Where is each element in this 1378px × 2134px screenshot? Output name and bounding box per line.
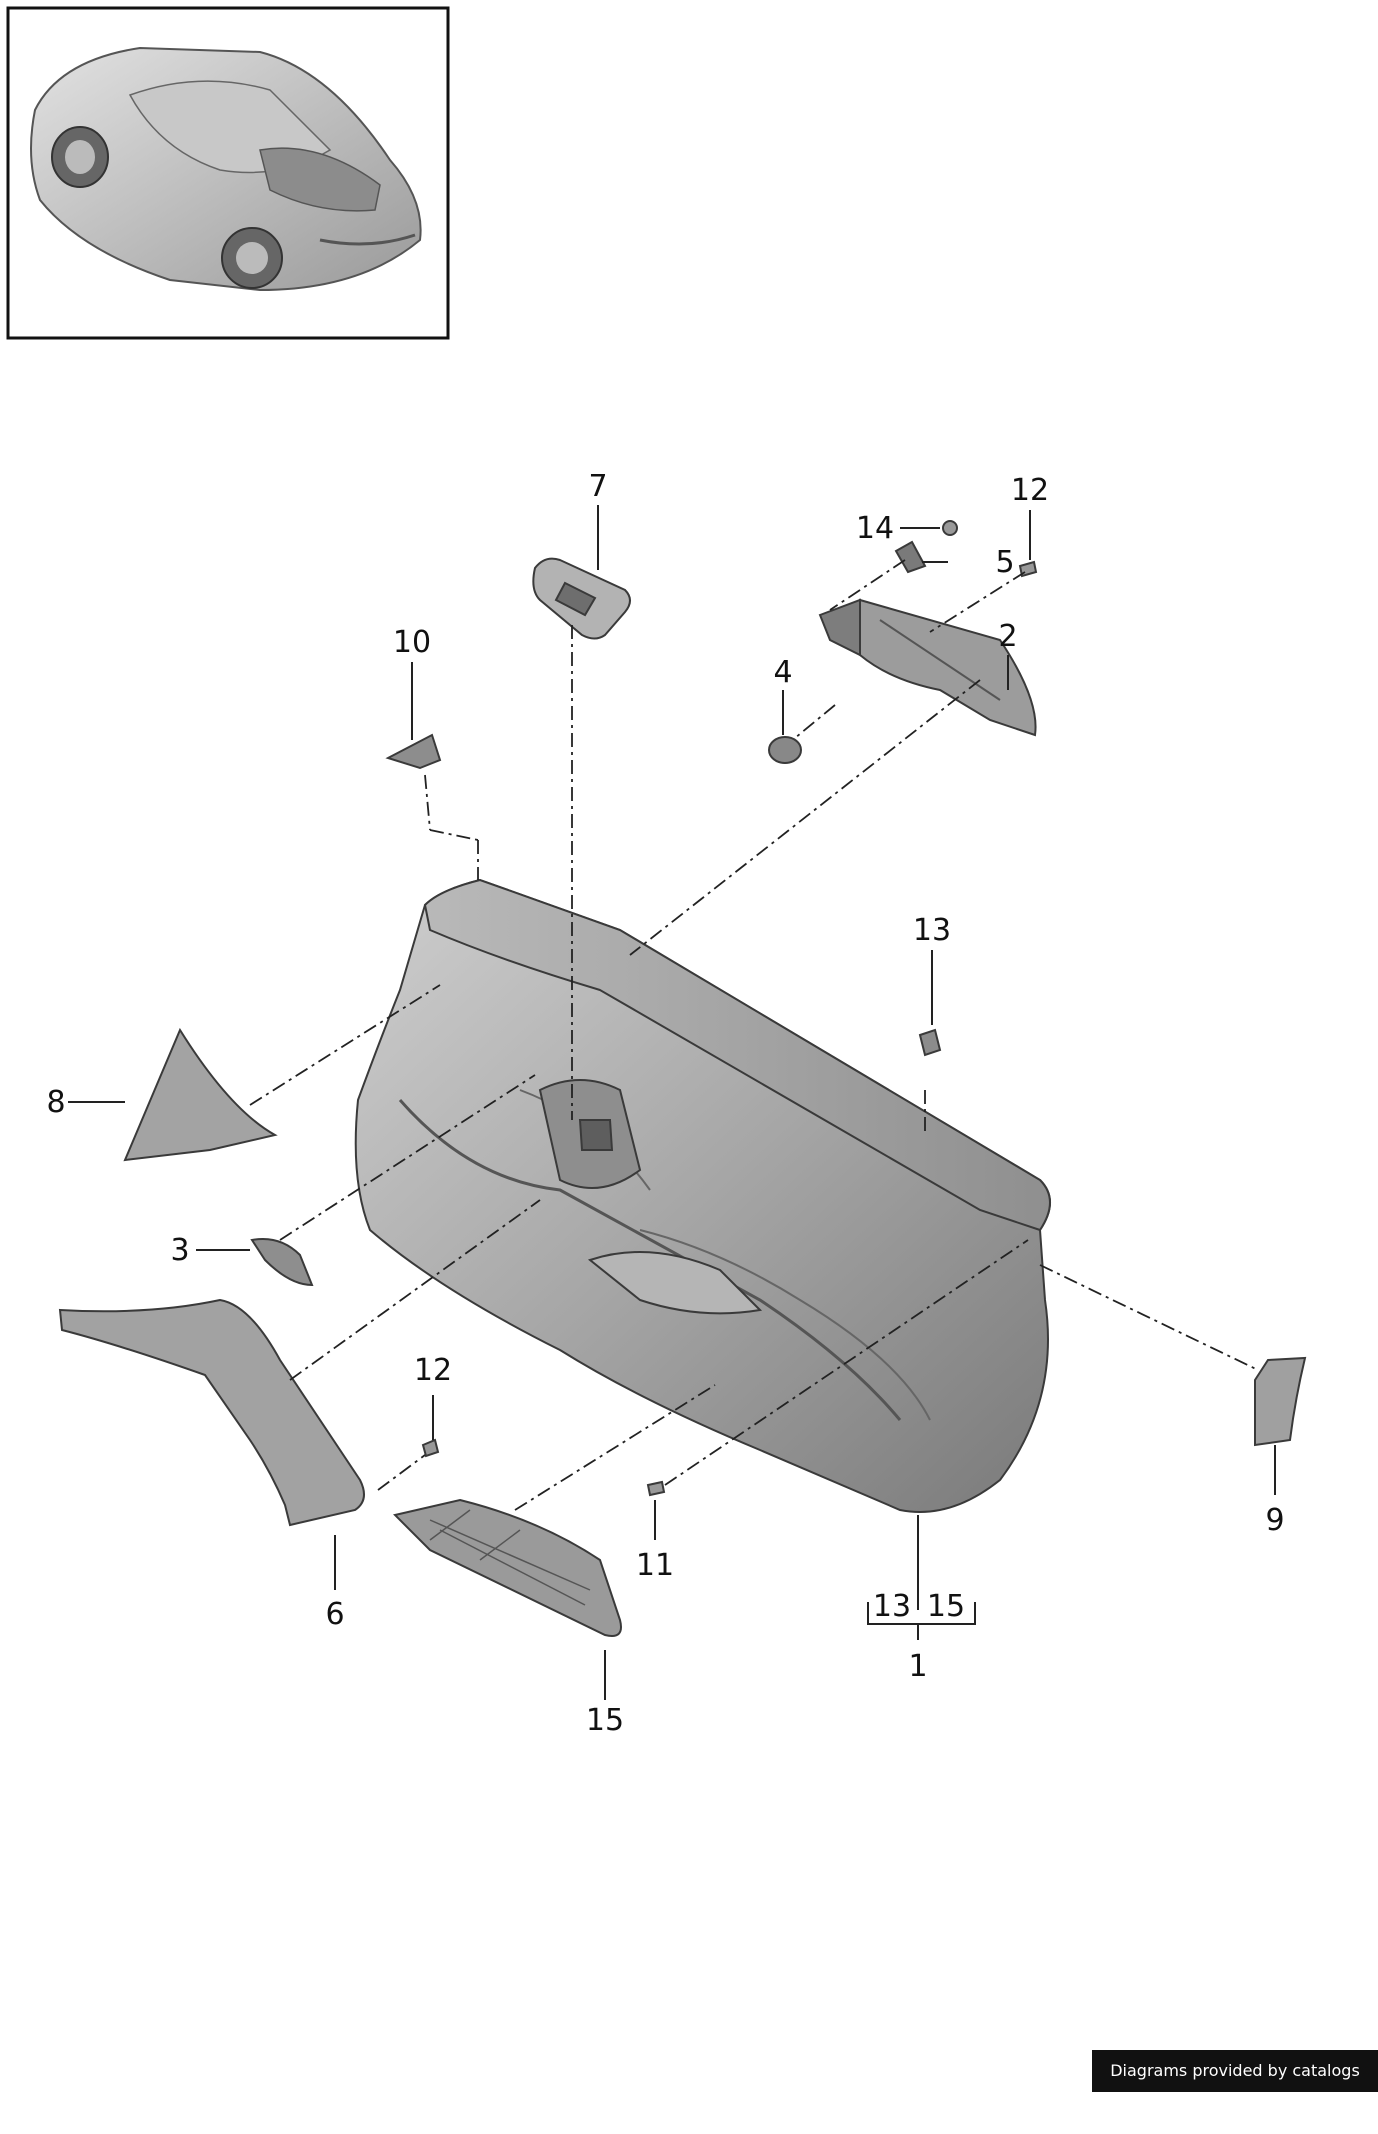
part-5-clip <box>894 540 927 574</box>
callout-14: 14 <box>856 511 894 546</box>
callout-3: 3 <box>170 1233 189 1268</box>
part-6-pull-handle <box>58 1298 365 1527</box>
callout-7: 7 <box>588 469 607 504</box>
part-3-handle-cover <box>250 1238 314 1287</box>
leader-lines <box>68 505 1276 1700</box>
callout-2: 2 <box>998 619 1017 654</box>
part-14-nut <box>942 520 958 536</box>
callout-9: 9 <box>1265 1503 1284 1538</box>
part-2-handle-bracket <box>818 598 1037 737</box>
part-11-screw <box>646 1480 666 1497</box>
part-7-switch-bezel <box>532 557 631 640</box>
assembly-lines <box>249 559 1259 1511</box>
callout-6: 6 <box>325 1597 344 1632</box>
callout-11: 11 <box>636 1548 674 1583</box>
part-12-screw-lower <box>421 1438 440 1458</box>
door-trim-panel <box>354 878 1051 1513</box>
part-13-clip <box>918 1028 942 1057</box>
part-15-storage-grille <box>393 1498 622 1637</box>
callout-12-lower: 12 <box>414 1353 452 1388</box>
callout-15: 15 <box>586 1703 624 1738</box>
callout-15-group: 15 <box>927 1589 965 1624</box>
callout-13-upper: 13 <box>913 913 951 948</box>
part-10-cover <box>385 733 442 770</box>
callout-5: 5 <box>995 545 1014 580</box>
part-8-mirror-cover <box>123 1027 278 1162</box>
part-9-end-cover <box>1254 1356 1307 1447</box>
car-illustration <box>30 46 422 292</box>
callout-1: 1 <box>908 1649 927 1684</box>
callout-4: 4 <box>773 655 792 690</box>
callout-13-group: 13 <box>873 1589 911 1624</box>
callout-12-top: 12 <box>1011 473 1049 508</box>
callout-labels: 7 12 14 5 10 4 2 13 8 3 12 6 11 13 15 1 … <box>46 469 1284 1738</box>
credit-badge: Diagrams provided by catalogs parts <box>1092 2050 1378 2122</box>
part-4-cap <box>768 736 802 764</box>
vehicle-thumbnail <box>6 6 450 340</box>
callout-8: 8 <box>46 1085 65 1120</box>
callout-10: 10 <box>393 625 431 660</box>
